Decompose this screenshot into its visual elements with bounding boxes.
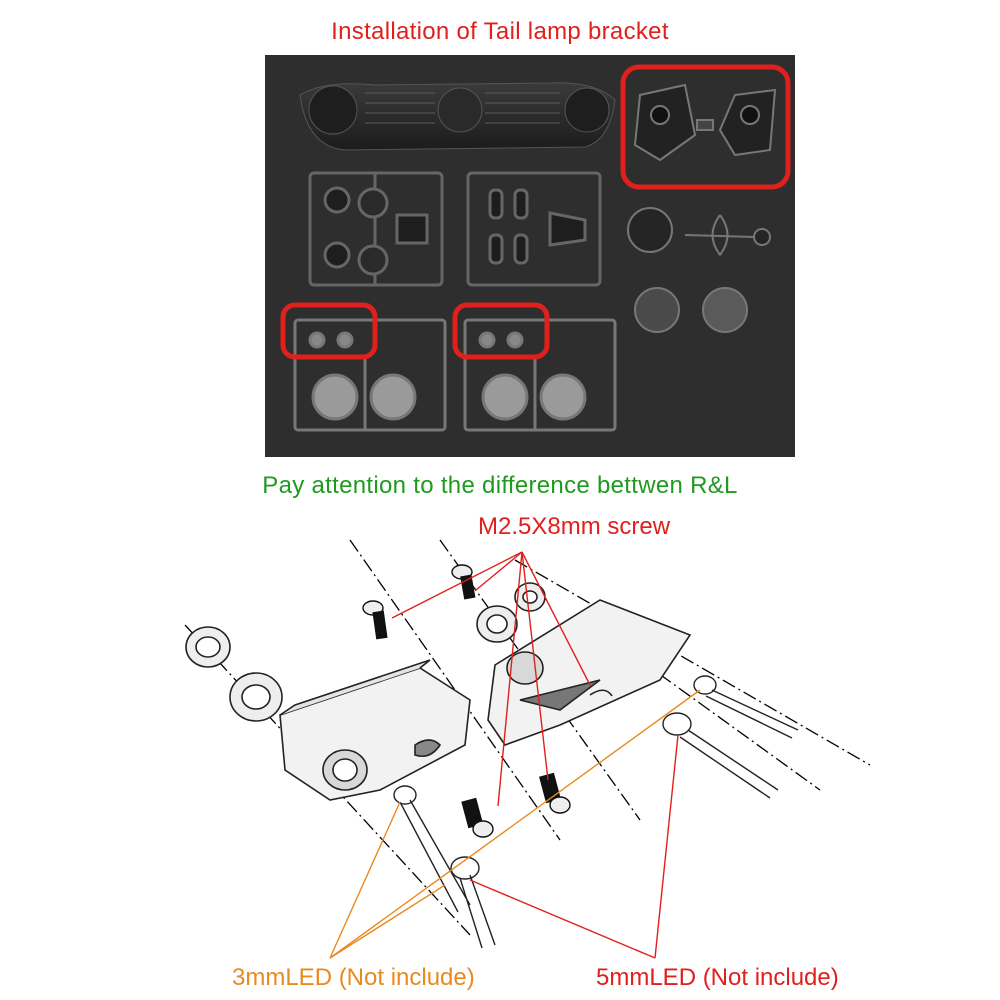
screw-icon — [539, 772, 571, 814]
led-5mm-right — [662, 712, 779, 799]
screw-icon — [461, 797, 494, 838]
sprue-tree-middle — [466, 171, 602, 287]
lens-tree-left — [293, 318, 447, 432]
led5-label: 5mmLED (Not include) — [596, 964, 839, 991]
led3-label: 3mmLED (Not include) — [232, 964, 475, 991]
screw-icon — [451, 564, 476, 600]
lens-tree-right — [463, 318, 617, 432]
grille-part — [299, 82, 616, 151]
screw-leader-lines — [391, 551, 591, 807]
sprue-tree-left — [308, 171, 444, 287]
subtitle: Pay attention to the difference bettwen … — [262, 472, 738, 499]
led3-leader-lines — [329, 689, 701, 959]
led-3mm-left — [393, 785, 471, 913]
screws — [362, 564, 571, 838]
screw-icon — [362, 600, 388, 640]
round-parts — [627, 207, 771, 333]
right-bracket — [487, 599, 692, 746]
parts-photo — [265, 55, 795, 457]
led5-leader-lines — [469, 734, 679, 959]
left-rings — [185, 626, 283, 722]
led-3mm-right — [693, 675, 799, 739]
assembly-diagram — [184, 539, 871, 959]
parts-photo-drawing — [265, 55, 795, 457]
left-bracket — [279, 659, 471, 801]
leds — [393, 675, 799, 949]
right-rings — [476, 582, 546, 643]
page-title: Installation of Tail lamp bracket — [331, 18, 669, 45]
screw-label: M2.5X8mm screw — [478, 513, 671, 540]
highlight-boxes — [280, 64, 791, 360]
led-5mm-left — [450, 856, 496, 949]
bracket-parts — [633, 83, 777, 162]
